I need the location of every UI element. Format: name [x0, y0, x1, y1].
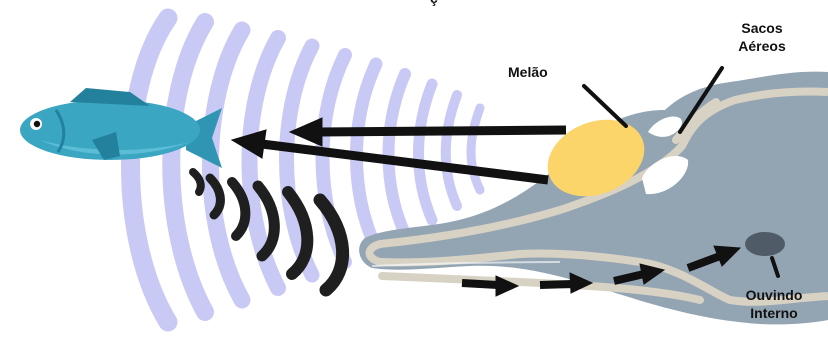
echo-wave-arc [193, 172, 201, 192]
sound-wave-arc [471, 108, 480, 190]
upper-arrow-shaft [318, 130, 566, 132]
air-sacs-label-line2: Aéreos [722, 37, 802, 55]
title-fragment: ç [430, 0, 438, 7]
lower-arrow-shaft [262, 144, 548, 180]
fish [20, 88, 222, 168]
air-sacs-label: Sacos Aéreos [722, 19, 802, 55]
inner-ear [745, 232, 785, 256]
sound-wave-arc [419, 84, 433, 220]
sound-wave-arc [389, 74, 406, 234]
inner-ear-label-line2: Interno [738, 304, 810, 322]
echo-arrow-shaft [462, 283, 498, 285]
echo-wave-arc [232, 182, 245, 236]
air-sacs-label-line1: Sacos [722, 19, 802, 37]
sound-wave-arc [171, 22, 205, 312]
sound-wave-arc [446, 95, 457, 206]
sound-wave-arc [211, 30, 243, 300]
echo-arrow-shaft [540, 284, 572, 285]
inner-ear-label-line1: Ouvindo [738, 286, 810, 304]
fish-pupil [34, 121, 40, 127]
inner-ear-label: Ouvindo Interno [738, 286, 810, 322]
melon-label: Melão [508, 63, 548, 81]
